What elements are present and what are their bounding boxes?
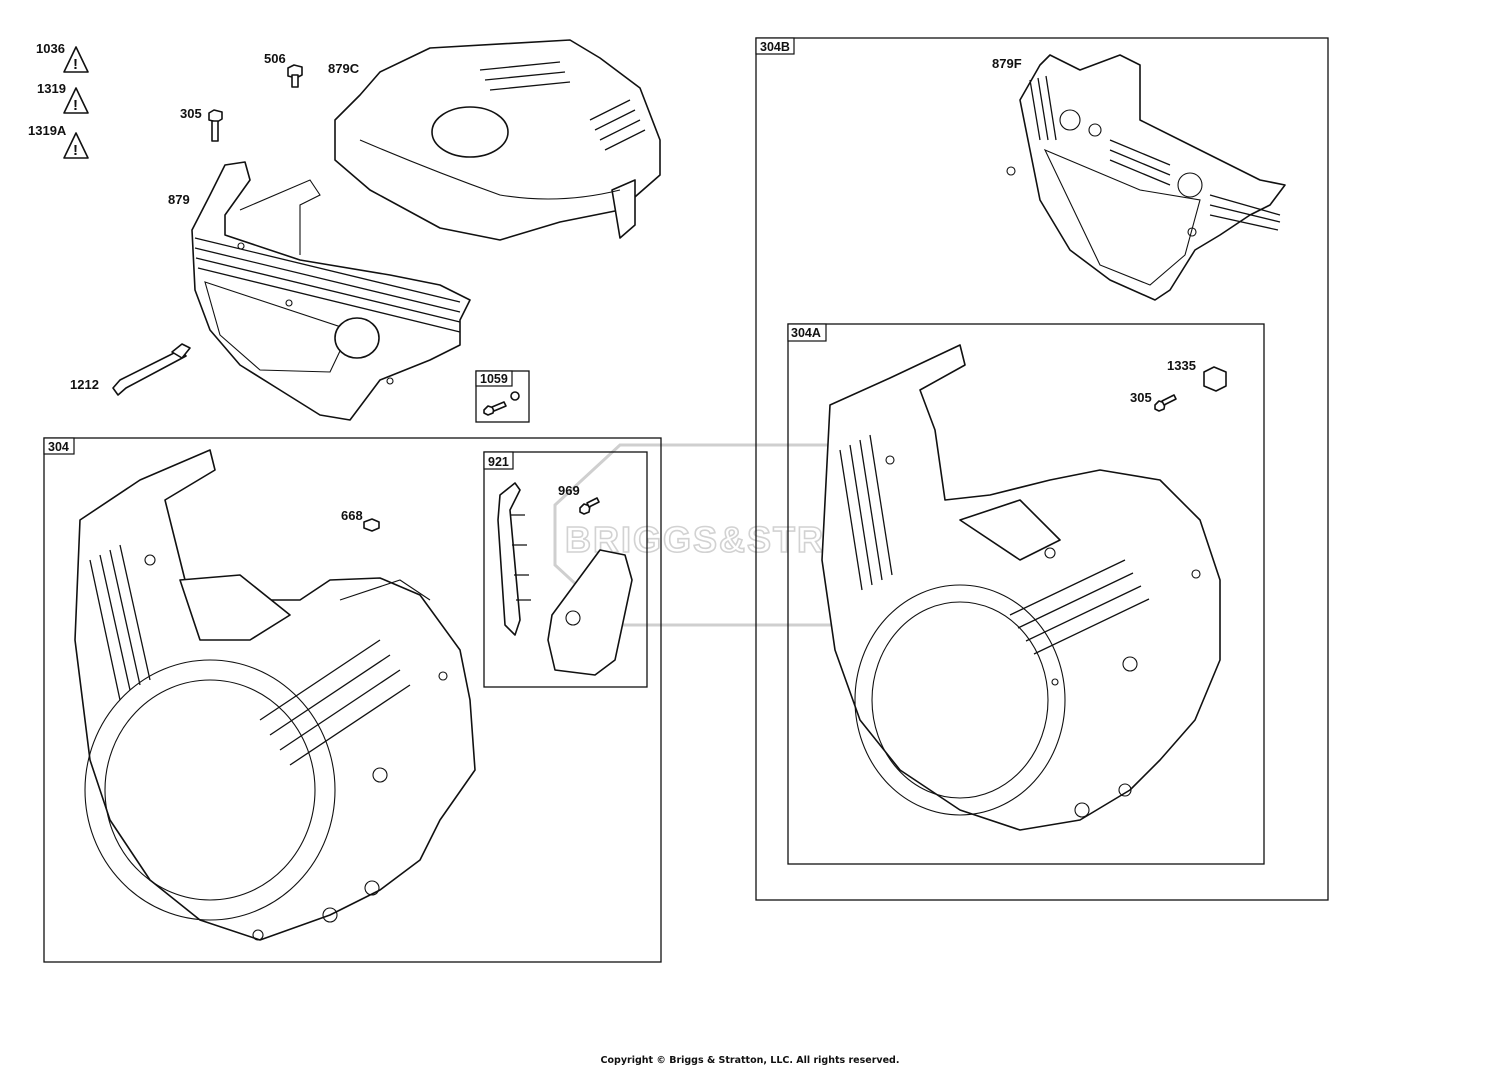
label-1319a: 1319A bbox=[28, 123, 67, 138]
part-1059-kit: 1059 bbox=[475, 370, 530, 423]
label-969: 969 bbox=[558, 483, 580, 498]
label-1335: 1335 bbox=[1167, 358, 1196, 373]
label-1319: 1319 bbox=[37, 81, 66, 96]
part-1212-pin: 1212 bbox=[70, 343, 191, 396]
warning-icon-1319-group: 1319 ! bbox=[37, 81, 89, 114]
label-305-right: 305 bbox=[1130, 390, 1152, 405]
label-506: 506 bbox=[264, 51, 286, 66]
part-879-shroud: 879 bbox=[168, 161, 471, 421]
svg-text:!: ! bbox=[73, 142, 78, 159]
label-304: 304 bbox=[48, 440, 69, 454]
label-879: 879 bbox=[168, 192, 190, 207]
warning-icon-1319a-group: 1319A ! bbox=[28, 123, 89, 159]
label-879c: 879C bbox=[328, 61, 360, 76]
label-1059: 1059 bbox=[480, 372, 508, 386]
label-305-top: 305 bbox=[180, 106, 202, 121]
part-304-blower-housing-box: 304 668 921 969 bbox=[43, 437, 662, 963]
label-304b: 304B bbox=[760, 40, 790, 54]
part-304b-assembly-box: 304B 879F 304A 1335 305 bbox=[755, 37, 1329, 901]
part-506-bolt: 506 bbox=[264, 51, 303, 88]
warning-icon bbox=[63, 87, 89, 114]
svg-text:!: ! bbox=[73, 97, 78, 114]
part-305-bolt: 305 bbox=[180, 106, 223, 142]
label-879f: 879F bbox=[992, 56, 1022, 71]
warning-icon-1036-group: 1036 ! bbox=[36, 41, 89, 73]
warning-icon bbox=[63, 46, 89, 73]
label-1212: 1212 bbox=[70, 377, 99, 392]
label-304a: 304A bbox=[791, 326, 821, 340]
svg-text:!: ! bbox=[73, 56, 78, 73]
warning-icon bbox=[63, 132, 89, 159]
part-879c-top-shroud: 879C bbox=[328, 39, 661, 241]
label-921: 921 bbox=[488, 455, 509, 469]
label-668: 668 bbox=[341, 508, 363, 523]
copyright-notice: Copyright © Briggs & Stratton, LLC. All … bbox=[600, 1055, 900, 1066]
label-1036: 1036 bbox=[36, 41, 65, 56]
